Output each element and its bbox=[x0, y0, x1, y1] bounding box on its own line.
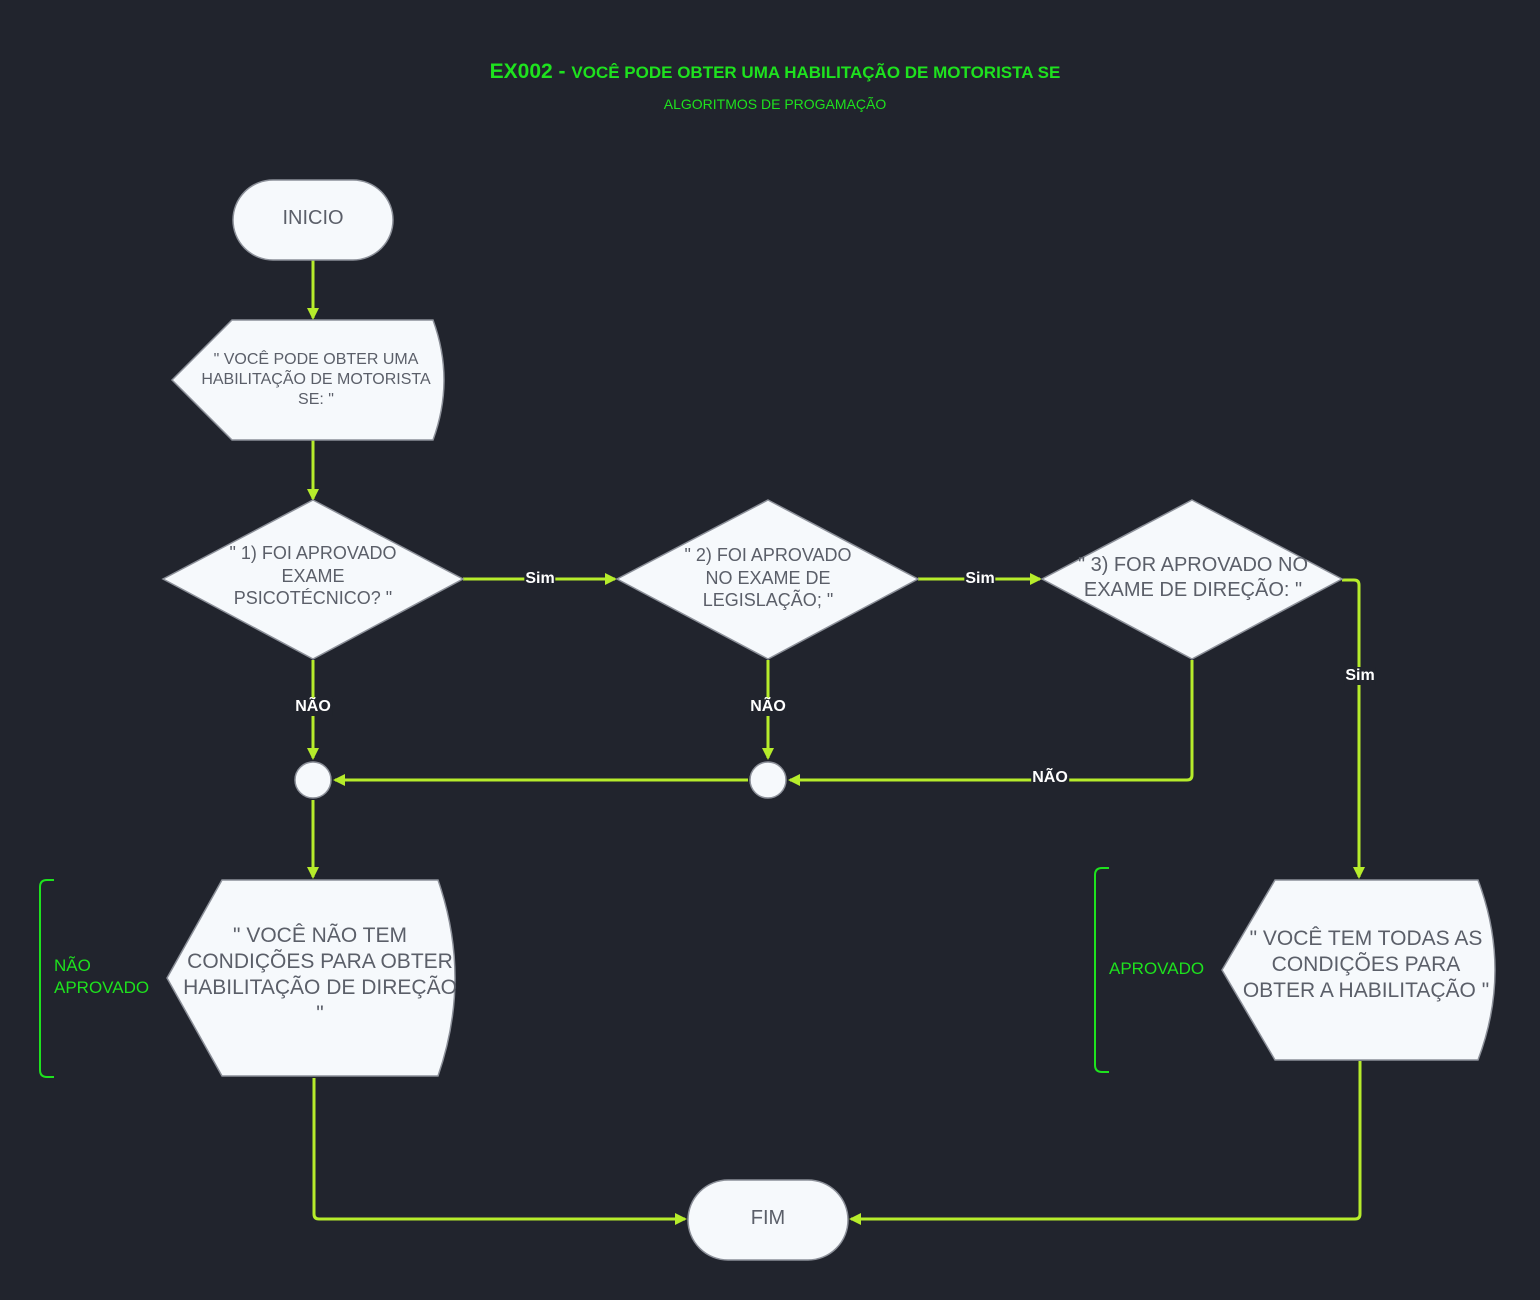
decision-1-text: " 1) FOI APROVADO EXAME PSICOTÉCNICO? " bbox=[229, 543, 397, 609]
start-terminal bbox=[232, 179, 394, 261]
display-pass-shape bbox=[1221, 879, 1496, 1061]
annotation-pass-label: APROVADO bbox=[1109, 959, 1205, 978]
edge-label-d1-no: NÃO bbox=[294, 698, 332, 716]
title-code: EX002 - bbox=[489, 60, 572, 83]
start-label: INICIO bbox=[282, 206, 344, 229]
end-label: FIM bbox=[750, 1206, 786, 1229]
edge-label-d2-yes: Sim bbox=[964, 570, 996, 588]
edge-fail-to-end bbox=[312, 1078, 687, 1225]
decision-2-diamond bbox=[615, 499, 920, 660]
decision-1-diamond bbox=[161, 499, 465, 660]
display-fail-shape bbox=[166, 879, 456, 1077]
annotation-pass-bracket bbox=[1094, 867, 1109, 1073]
decision-3-diamond bbox=[1040, 499, 1344, 660]
page-subtitle: ALGORITMOS DE PROGAMAÇÃO bbox=[663, 96, 887, 112]
annotation-fail-label: NÃO APROVADO bbox=[54, 956, 150, 998]
display-intro-shape bbox=[170, 319, 445, 441]
edge-label-d1-yes: Sim bbox=[524, 570, 556, 588]
edge-pass-to-end bbox=[849, 1061, 1362, 1225]
display-fail-text: " VOCÊ NÃO TEM CONDIÇÕES PARA OBTER HABI… bbox=[183, 923, 457, 1026]
merge-connector-1 bbox=[294, 761, 332, 799]
edge-label-d3-yes: Sim bbox=[1344, 667, 1376, 685]
edge-decision-3-no bbox=[788, 660, 1194, 786]
page-title: EX002 - VOCÊ PODE OBTER UMA HABILITAÇÃO … bbox=[0, 60, 1540, 84]
annotation-fail-bracket bbox=[39, 879, 54, 1078]
display-intro-text: " VOCÊ PODE OBTER UMA HABILITAÇÃO DE MOT… bbox=[201, 351, 431, 408]
display-pass-text: " VOCÊ TEM TODAS AS CONDIÇÕES PARA OBTER… bbox=[1242, 926, 1490, 1003]
edge-label-d2-no: NÃO bbox=[749, 698, 787, 716]
title-text: VOCÊ PODE OBTER UMA HABILITAÇÃO DE MOTOR… bbox=[571, 63, 1061, 82]
decision-3-text: " 3) FOR APROVADO NO EXAME DE DIREÇÃO: " bbox=[1077, 554, 1309, 601]
edge-decision-3-yes bbox=[1342, 578, 1365, 879]
decision-2-text: " 2) FOI APROVADO NO EXAME DE LEGISLAÇÃO… bbox=[684, 545, 852, 611]
end-terminal bbox=[687, 1179, 849, 1261]
merge-connector-2 bbox=[749, 761, 787, 799]
edge-label-d3-no: NÃO bbox=[1031, 769, 1069, 787]
